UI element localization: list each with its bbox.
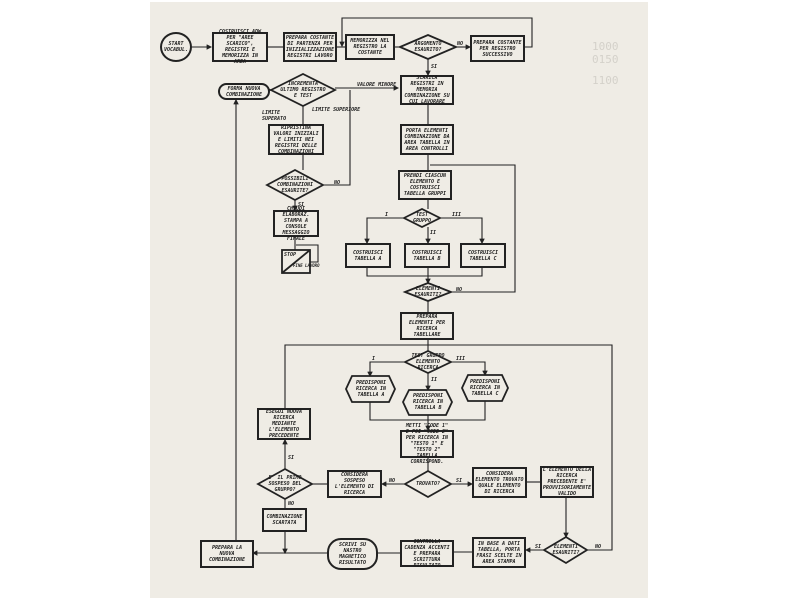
decision-text: E' il primo sospeso del gruppo?: [268, 475, 302, 493]
process-esegui-ricerca: Esegui nuova ricerca mediante l'elemento…: [257, 408, 311, 440]
process-ripristina: Ripristina valori iniziali e limiti nei …: [268, 124, 324, 155]
process-prepara-nuova: Prepara la nuova combinazione: [200, 540, 254, 568]
label-si: SI: [298, 202, 305, 208]
prep-predisponi-a: Predisponi ricerca in tabella A: [355, 380, 387, 398]
decision-text: Possibili combinazioni esaurite?: [276, 176, 314, 194]
label-si: SI: [431, 64, 438, 70]
prep-predisponi-b: Predisponi ricerca in tabella B: [412, 393, 444, 411]
paper-sheet: [150, 2, 648, 598]
decision-text: Test gruppo elemento ricerca: [411, 353, 445, 371]
decision-text: Elementi esauriti?: [552, 544, 580, 556]
decision-text: Test gruppo: [412, 212, 432, 224]
process-considera-trovato: Considera elemento trovato quale element…: [472, 467, 527, 498]
prep-predisponi-c: Predisponi ricerca in tabella C: [469, 379, 501, 397]
decision-text: Argomento esaurito?: [414, 41, 442, 53]
process-memorizza: Memorizza nel registro la costante: [345, 34, 395, 60]
label-limite-superato: Limite superato: [262, 110, 287, 122]
label-no: NO: [334, 180, 341, 186]
process-prepara-successivo: Prepara costante per registro successivo: [470, 35, 525, 62]
process-provvisoriamente-valido: L'elemento della ricerca precedente e' p…: [540, 466, 594, 498]
ghost-print: 1100: [592, 74, 619, 87]
decision-text: Elementi esauriti?: [414, 286, 442, 298]
label-si: SI: [535, 544, 542, 550]
ghost-print: 0150: [592, 53, 619, 66]
process-costruisci-adw: Costruisci ADW per "aree scarico", regis…: [212, 29, 268, 65]
label-no: NO: [595, 544, 602, 550]
label-no: NO: [457, 41, 464, 47]
process-tabella-c: Costruisci tabella C: [460, 243, 506, 268]
label-group-i: I: [372, 356, 376, 362]
label-si: SI: [456, 478, 463, 484]
stop-label: Stop: [284, 252, 297, 258]
label-group-iii: III: [452, 212, 462, 218]
label-no: NO: [456, 287, 463, 293]
terminal-forma-combinazione: Forma nuova combinazione: [218, 83, 270, 100]
label-si: SI: [288, 455, 295, 461]
process-controlla-cadenza: Controlla cadenza accenti e prepara scri…: [400, 539, 454, 569]
start-terminal: Start Vocabul.: [160, 32, 192, 62]
label-valore-minore: Valore minore: [357, 82, 397, 88]
process-scarica-registri: Scarica registri in memoria combinazione…: [400, 75, 454, 105]
process-metti-code: Metti "code 1" e poi "code 2" per ricerc…: [400, 423, 454, 465]
process-porta-elementi: Porta elementi combinazione da area tabe…: [400, 124, 454, 155]
label-group-iii: III: [456, 356, 466, 362]
label-group-ii: II: [430, 230, 437, 236]
fine-lavoro-label: Fine lavoro: [293, 263, 320, 268]
decision-text: Trovato?: [415, 481, 441, 487]
label-group-ii: II: [431, 377, 438, 383]
process-in-base-dati: In base a dati tabella, porta frasi scel…: [472, 537, 526, 568]
process-prendi-elemento: Prendi ciascun elemento e costruisci tab…: [398, 170, 452, 200]
label-no: NO: [288, 501, 295, 507]
ghost-print: 1000: [592, 40, 619, 53]
label-no: NO: [389, 478, 396, 484]
process-combinazione-scartata: Combinazione scartata: [262, 508, 307, 532]
process-chiudi-elaborazione: Chiudi elaboraz. stampa a console messag…: [273, 206, 319, 242]
terminal-scrivi-nastro: Scrivi su nastro magnetico risultato: [327, 538, 378, 570]
process-prepara-elementi: Prepara elementi per ricerca tabellare: [400, 312, 454, 340]
label-group-i: I: [385, 212, 389, 218]
process-tabella-a: Costruisci tabella A: [345, 243, 391, 268]
process-considera-sospeso: Considera sospeso l'elemento di ricerca: [327, 470, 382, 498]
process-prepara-costante: Prepara costante di partenza per inizial…: [283, 32, 337, 62]
process-tabella-b: Costruisci tabella B: [404, 243, 450, 268]
label-limite-superiore: Limite superiore: [312, 107, 361, 113]
decision-text: Incrementa ultimo registro e test: [280, 81, 326, 99]
